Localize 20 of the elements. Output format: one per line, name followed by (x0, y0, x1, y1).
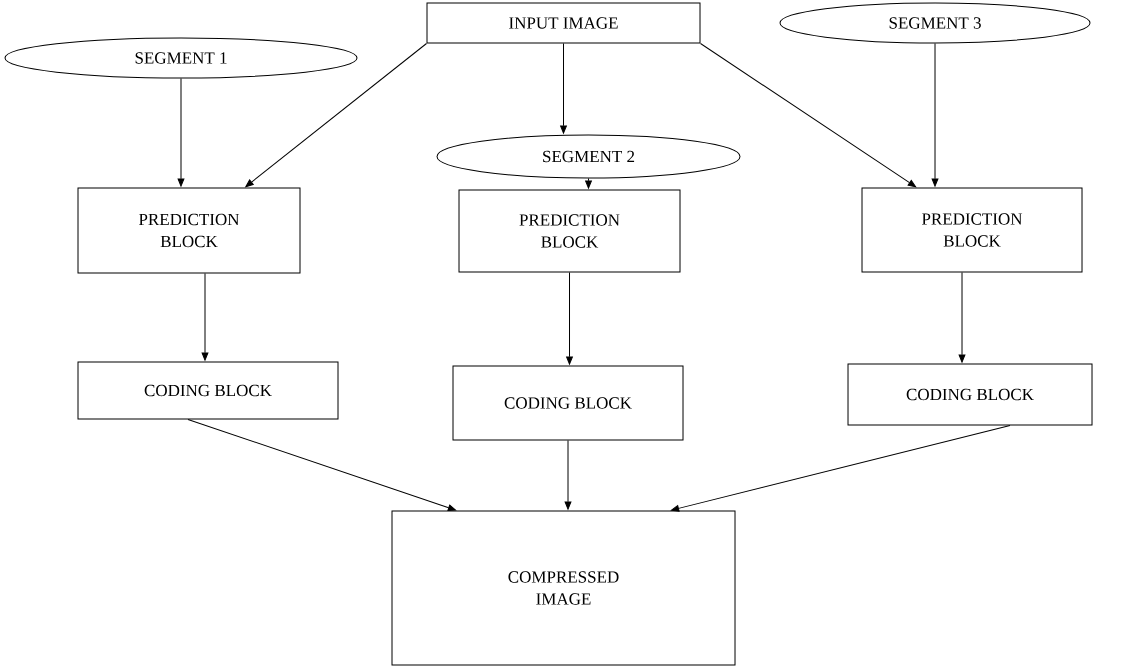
arrow (564, 440, 572, 510)
arrow (671, 425, 1011, 512)
arrow (201, 273, 209, 361)
process-box: CODING BLOCK (847, 363, 1093, 426)
process-box: CODING BLOCK (452, 365, 684, 441)
arrow (187, 419, 457, 512)
arrow (700, 43, 917, 188)
arrow (566, 272, 573, 365)
arrow (245, 43, 427, 188)
arrow (931, 43, 939, 187)
process-box: INPUT IMAGE (426, 2, 701, 44)
process-box: COMPRESSED IMAGE (391, 510, 736, 666)
arrow (958, 272, 966, 363)
arrow (585, 178, 592, 189)
arrow (177, 78, 185, 187)
process-box: PREDICTION BLOCK (77, 187, 301, 274)
process-box: PREDICTION BLOCK (458, 189, 681, 273)
process-box: PREDICTION BLOCK (861, 187, 1083, 273)
arrow (560, 43, 567, 134)
process-box: CODING BLOCK (77, 361, 339, 420)
